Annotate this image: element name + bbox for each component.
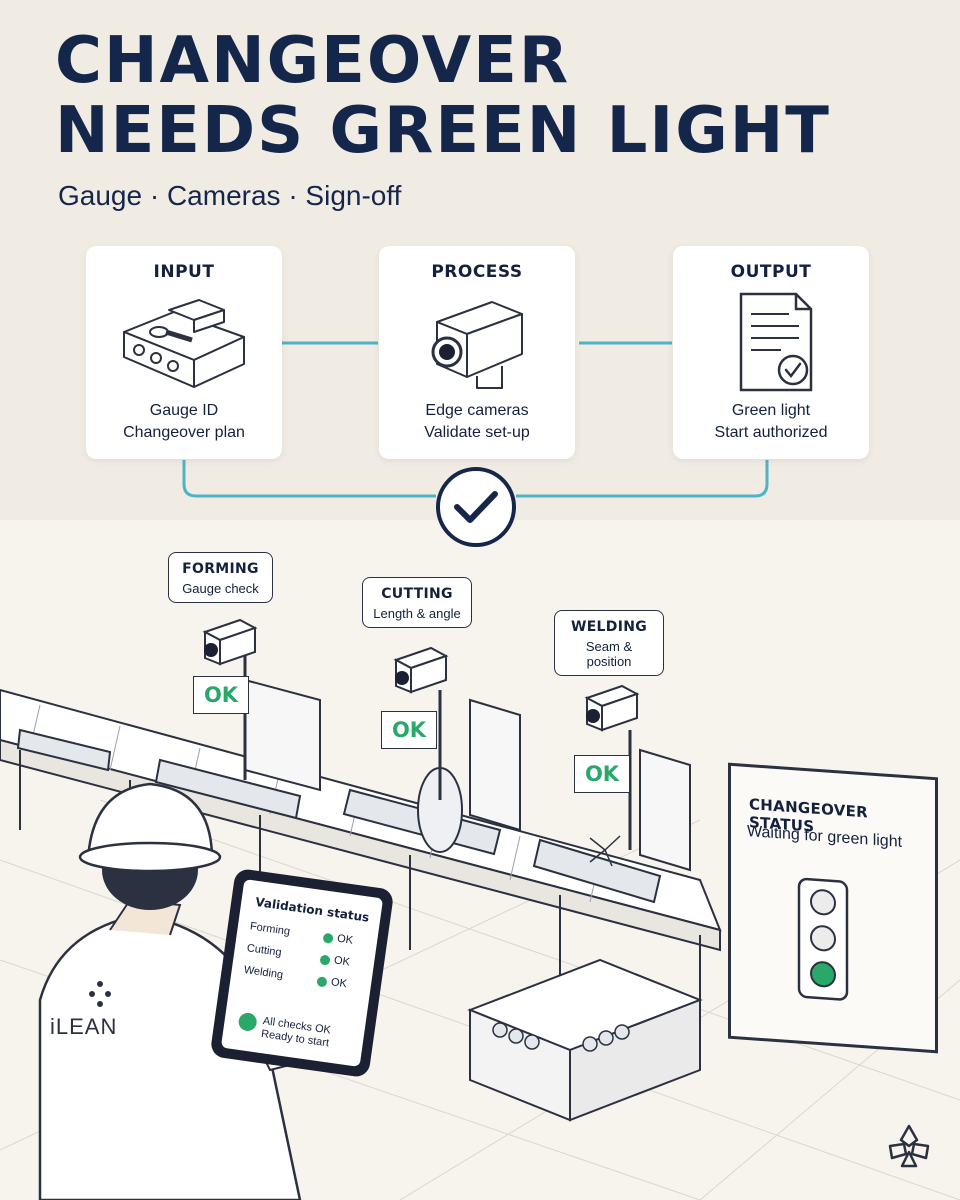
station-subtitle: Gauge check xyxy=(182,581,259,596)
station-heading: CUTTING xyxy=(381,586,453,602)
title-line-1: CHANGEOVER xyxy=(55,24,571,98)
station-callout-welding: WELDING Seam & position xyxy=(554,610,664,676)
camera-posts xyxy=(243,650,632,850)
card-line-1: Green light xyxy=(731,402,811,419)
tablet-screen: Validation status Forming OK Cutting OK … xyxy=(220,879,384,1067)
changeover-status-board: CHANGEOVER STATUS Waiting for green ligh… xyxy=(728,762,938,1054)
camera-icon xyxy=(431,301,523,389)
tablet-row-value: OK xyxy=(333,954,351,969)
document-check-icon xyxy=(739,292,813,392)
page-title: CHANGEOVER NEEDS GREEN LIGHT xyxy=(55,26,831,166)
flow-card-input: INPUT Gauge ID Changeover plan xyxy=(86,246,282,459)
tablet-summary: All checks OK Ready to start xyxy=(260,1015,331,1050)
station-callout-forming: FORMING Gauge check xyxy=(168,552,273,603)
vest-logo: iLEAN xyxy=(50,1014,118,1039)
ok-sign-cutting: OK xyxy=(381,711,437,749)
check-icon xyxy=(316,976,328,988)
gauge-block-icon xyxy=(123,299,245,388)
title-line-2: NEEDS GREEN LIGHT xyxy=(55,94,831,168)
check-icon xyxy=(322,932,334,944)
connector-input-check xyxy=(182,460,436,498)
tablet-row-label: Welding xyxy=(243,963,284,982)
card-heading: OUTPUT xyxy=(730,262,812,282)
tablet-row-label: Cutting xyxy=(246,942,283,959)
card-heading: PROCESS xyxy=(431,262,523,282)
tablet-row-label: Forming xyxy=(249,920,291,938)
weld-sparks xyxy=(589,835,621,867)
summary-check-icon xyxy=(237,1011,258,1033)
station-cameras xyxy=(202,618,640,732)
card-heading: INPUT xyxy=(153,262,215,282)
connector-output-check xyxy=(516,460,769,498)
pipes xyxy=(16,728,662,904)
ok-sign-welding: OK xyxy=(574,755,630,793)
tablet-row-value: OK xyxy=(336,932,354,947)
station-subtitle: Length & angle xyxy=(373,606,461,621)
pipe-rack xyxy=(467,958,703,1122)
station-heading: WELDING xyxy=(570,619,648,635)
tablet-title: Validation status xyxy=(254,894,371,925)
page-subtitle: Gauge · Cameras · Sign-off xyxy=(58,180,402,211)
brand-mark-icon xyxy=(888,1124,930,1168)
validation-tablet: Validation status Forming OK Cutting OK … xyxy=(209,867,395,1079)
card-line-2: Changeover plan xyxy=(123,424,245,441)
check-icon xyxy=(319,954,331,966)
ok-sign-forming: OK xyxy=(193,676,249,714)
light-green xyxy=(810,961,836,988)
tablet-row-value: OK xyxy=(330,976,348,991)
card-line-1: Edge cameras xyxy=(425,402,529,419)
station-callout-cutting: CUTTING Length & angle xyxy=(362,577,472,628)
machine-housings xyxy=(244,678,691,872)
station-heading: FORMING xyxy=(182,561,259,577)
light-top xyxy=(810,889,836,916)
card-line-1: Gauge ID xyxy=(149,402,219,419)
traffic-light-icon xyxy=(797,877,849,1001)
check-circle-icon xyxy=(436,467,516,547)
flow-connectors xyxy=(182,341,769,547)
light-middle xyxy=(810,925,836,952)
station-subtitle: Seam & position xyxy=(585,639,633,669)
flow-card-process: PROCESS Edge cameras Validate set-up xyxy=(379,246,575,459)
flow-card-output: OUTPUT Green light Start authorized xyxy=(673,246,869,459)
card-line-2: Validate set-up xyxy=(424,424,530,441)
card-line-2: Start authorized xyxy=(714,424,828,441)
